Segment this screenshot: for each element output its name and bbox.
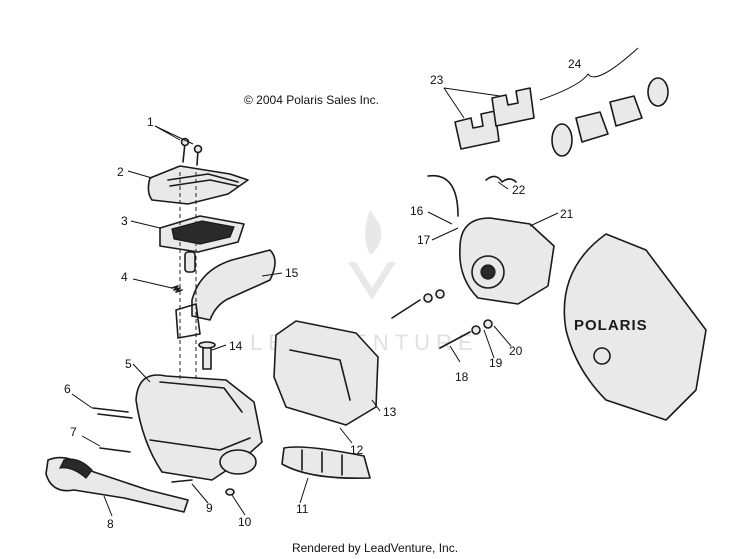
callout-17: 17 [417, 233, 431, 247]
callout-4: 4 [121, 270, 128, 284]
callout-12: 12 [350, 443, 364, 457]
callout-13: 13 [383, 405, 397, 419]
part-pivot-bolt [171, 479, 193, 483]
callout-24: 24 [568, 57, 582, 71]
callout-1: 1 [147, 115, 154, 129]
part-screws [180, 137, 203, 166]
part-pistons [551, 77, 669, 157]
footer-credit: Rendered by LeadVenture, Inc. [291, 541, 459, 555]
callout-8: 8 [107, 517, 114, 531]
callout-16: 16 [410, 204, 424, 218]
callout-15: 15 [285, 266, 299, 280]
part-diaphragm [159, 215, 245, 253]
callout-22: 22 [512, 183, 526, 197]
part-washer [225, 488, 235, 496]
callout-18: 18 [455, 370, 469, 384]
part-spring [171, 251, 196, 293]
part-boot [281, 446, 371, 480]
watermark-logo [348, 210, 396, 300]
part-drive-cover: POLARIS [563, 233, 707, 421]
cover-logo-text: POLARIS [574, 317, 648, 334]
callout-20: 20 [509, 344, 523, 358]
part-housing [273, 320, 379, 426]
callout-2: 2 [117, 165, 124, 179]
callout-5: 5 [125, 357, 132, 371]
callout-9: 9 [206, 501, 213, 515]
callout-23: 23 [430, 73, 444, 87]
callout-11: 11 [296, 502, 309, 516]
copyright-text: © 2004 Polaris Sales Inc. [244, 93, 379, 107]
part-clip [485, 175, 517, 183]
part-bolts [92, 407, 133, 453]
part-lever-bracket [175, 249, 276, 339]
callout-6: 6 [64, 382, 71, 396]
part-master-cylinder [135, 374, 263, 481]
part-cover [147, 165, 249, 205]
callout-7: 7 [70, 425, 77, 439]
part-brake-lever [45, 456, 189, 513]
callout-19: 19 [489, 356, 503, 370]
callout-10: 10 [238, 515, 252, 529]
part-caliper [459, 217, 555, 305]
part-brake-pads [454, 87, 535, 150]
callout-21: 21 [560, 207, 574, 221]
part-brake-line [427, 174, 459, 217]
callout-labels: 1 2 3 4 5 6 7 8 9 10 11 12 13 14 15 16 1… [64, 57, 582, 531]
part-pin [198, 341, 216, 370]
leader-lines [71, 47, 639, 517]
part-caliper-bolts [391, 289, 493, 349]
callout-14: 14 [229, 339, 243, 353]
callout-3: 3 [121, 214, 128, 228]
